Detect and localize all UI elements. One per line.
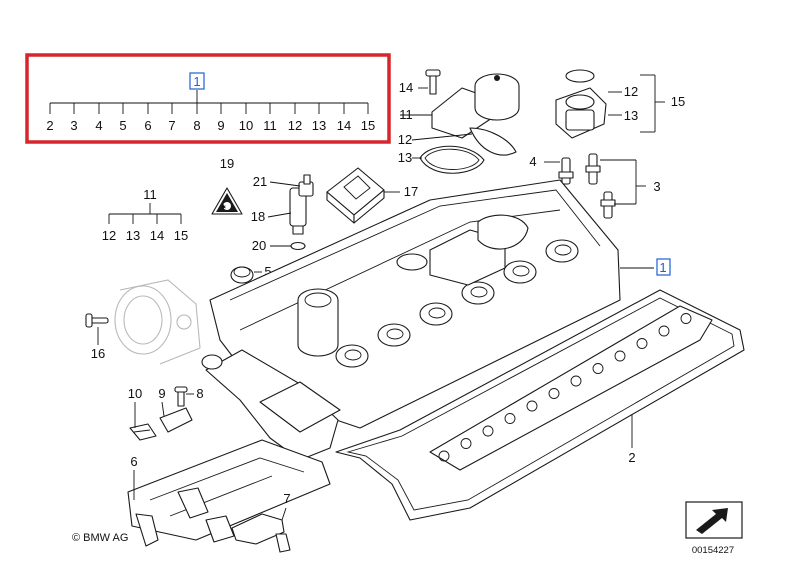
cover-port: [503, 260, 537, 284]
legend-item[interactable]: 8: [193, 118, 200, 133]
legend-item[interactable]: 11: [263, 118, 277, 133]
legend-highlight-frame: [25, 53, 391, 144]
figure-number: 00154227: [692, 545, 734, 556]
legend-box: 1 2 3 4 5 6 7 8 9 10 11 12 13 14 15: [25, 53, 391, 144]
part-18-sensor[interactable]: 21 18 20: [251, 174, 314, 253]
callout-21[interactable]: 21: [253, 174, 267, 189]
group-11-item[interactable]: 13: [126, 228, 140, 243]
gasket-hole: [548, 388, 560, 399]
callout-16[interactable]: 16: [91, 346, 105, 361]
callout-17[interactable]: 17: [404, 184, 418, 199]
gasket-hole: [482, 425, 494, 437]
callout-9[interactable]: 9: [158, 386, 165, 401]
group-11-item[interactable]: 15: [174, 228, 188, 243]
legend-item[interactable]: 7: [168, 118, 175, 133]
part-5-plug[interactable]: 5: [230, 264, 272, 284]
callout-11[interactable]: 11: [399, 107, 413, 122]
cover-port: [545, 239, 579, 263]
part-16-bolt[interactable]: 16: [85, 313, 109, 361]
part-10-clip[interactable]: 10: [128, 386, 157, 441]
callout-7[interactable]: 7: [283, 491, 290, 506]
gasket-hole: [570, 375, 582, 387]
callout-5[interactable]: 5: [264, 264, 271, 279]
gasket-hole: [460, 438, 472, 449]
part-1-head-cover[interactable]: 1: [209, 179, 671, 429]
callout-14[interactable]: 14: [399, 80, 413, 95]
part-7-bracket[interactable]: 7: [231, 491, 291, 553]
part-8-screw[interactable]: 8: [174, 386, 204, 407]
part-15-valve[interactable]: 12 13 15: [555, 69, 685, 139]
callout-13b[interactable]: 13: [624, 108, 638, 123]
throttle-housing-ghost: [114, 279, 201, 365]
callout-1[interactable]: 1: [659, 260, 666, 275]
legend-item[interactable]: 15: [361, 118, 375, 133]
callout-12b[interactable]: 12: [624, 84, 638, 99]
legend-item[interactable]: 14: [337, 118, 351, 133]
legend-item[interactable]: 4: [95, 118, 102, 133]
legend-root-selection: [189, 72, 205, 90]
gasket-hole: [680, 313, 692, 324]
cover-port: [335, 344, 369, 368]
arrow-icon: [696, 508, 728, 534]
part-17-cap[interactable]: 17: [326, 167, 418, 224]
copyright-text: © BMW AG: [72, 532, 128, 544]
group-11-tree: 11 12 13 14 15: [102, 187, 188, 243]
callout-1-selection: [656, 258, 671, 276]
diagram-nav-icon[interactable]: [685, 501, 743, 539]
callout-8[interactable]: 8: [196, 386, 203, 401]
callout-4[interactable]: 4: [529, 154, 536, 169]
cover-port: [377, 323, 411, 347]
gasket-hole: [636, 338, 648, 349]
cover-intake-arm: [201, 349, 341, 461]
group-11-item[interactable]: 12: [102, 228, 116, 243]
part-4-sensor[interactable]: 4: [529, 154, 574, 185]
callout-15[interactable]: 15: [671, 94, 685, 109]
group-11-item[interactable]: 14: [150, 228, 164, 243]
callout-3[interactable]: 3: [653, 179, 660, 194]
warning-glyph: ✱: [221, 204, 226, 211]
legend-item[interactable]: 13: [312, 118, 326, 133]
legend-root-label[interactable]: 1: [193, 74, 200, 89]
legend-item[interactable]: 6: [144, 118, 151, 133]
gasket-hole: [526, 400, 538, 412]
legend-item[interactable]: 3: [70, 118, 77, 133]
legend-item[interactable]: 2: [46, 118, 53, 133]
cover-port: [419, 302, 453, 326]
callout-20[interactable]: 20: [252, 238, 266, 253]
part-2-gasket[interactable]: 2: [335, 289, 745, 521]
legend-item[interactable]: 9: [217, 118, 224, 133]
callout-12a[interactable]: 12: [398, 132, 412, 147]
callout-10[interactable]: 10: [128, 386, 142, 401]
gasket-hole: [504, 413, 516, 424]
gasket-hole: [438, 450, 450, 462]
callout-2[interactable]: 2: [628, 450, 635, 465]
group-11-root-label[interactable]: 11: [143, 187, 157, 202]
gasket-hole: [592, 363, 604, 374]
callout-13a[interactable]: 13: [398, 150, 412, 165]
callout-6[interactable]: 6: [130, 454, 137, 469]
callout-19[interactable]: 19: [220, 156, 234, 171]
legend-item[interactable]: 10: [239, 118, 253, 133]
part-9-bracket[interactable]: 9: [158, 386, 193, 433]
callout-18[interactable]: 18: [251, 209, 265, 224]
legend-item[interactable]: 5: [119, 118, 126, 133]
legend-item[interactable]: 12: [288, 118, 302, 133]
gasket-hole: [658, 325, 670, 337]
part-11-vacuum-unit[interactable]: 14 11 12 13: [398, 69, 520, 174]
part-6-shield[interactable]: 6: [127, 439, 331, 547]
part-19-warning-label[interactable]: ✱ 19: [211, 156, 243, 215]
part-3-bolts[interactable]: 3: [585, 153, 661, 219]
gasket-hole: [614, 350, 626, 362]
cover-port: [461, 281, 495, 305]
